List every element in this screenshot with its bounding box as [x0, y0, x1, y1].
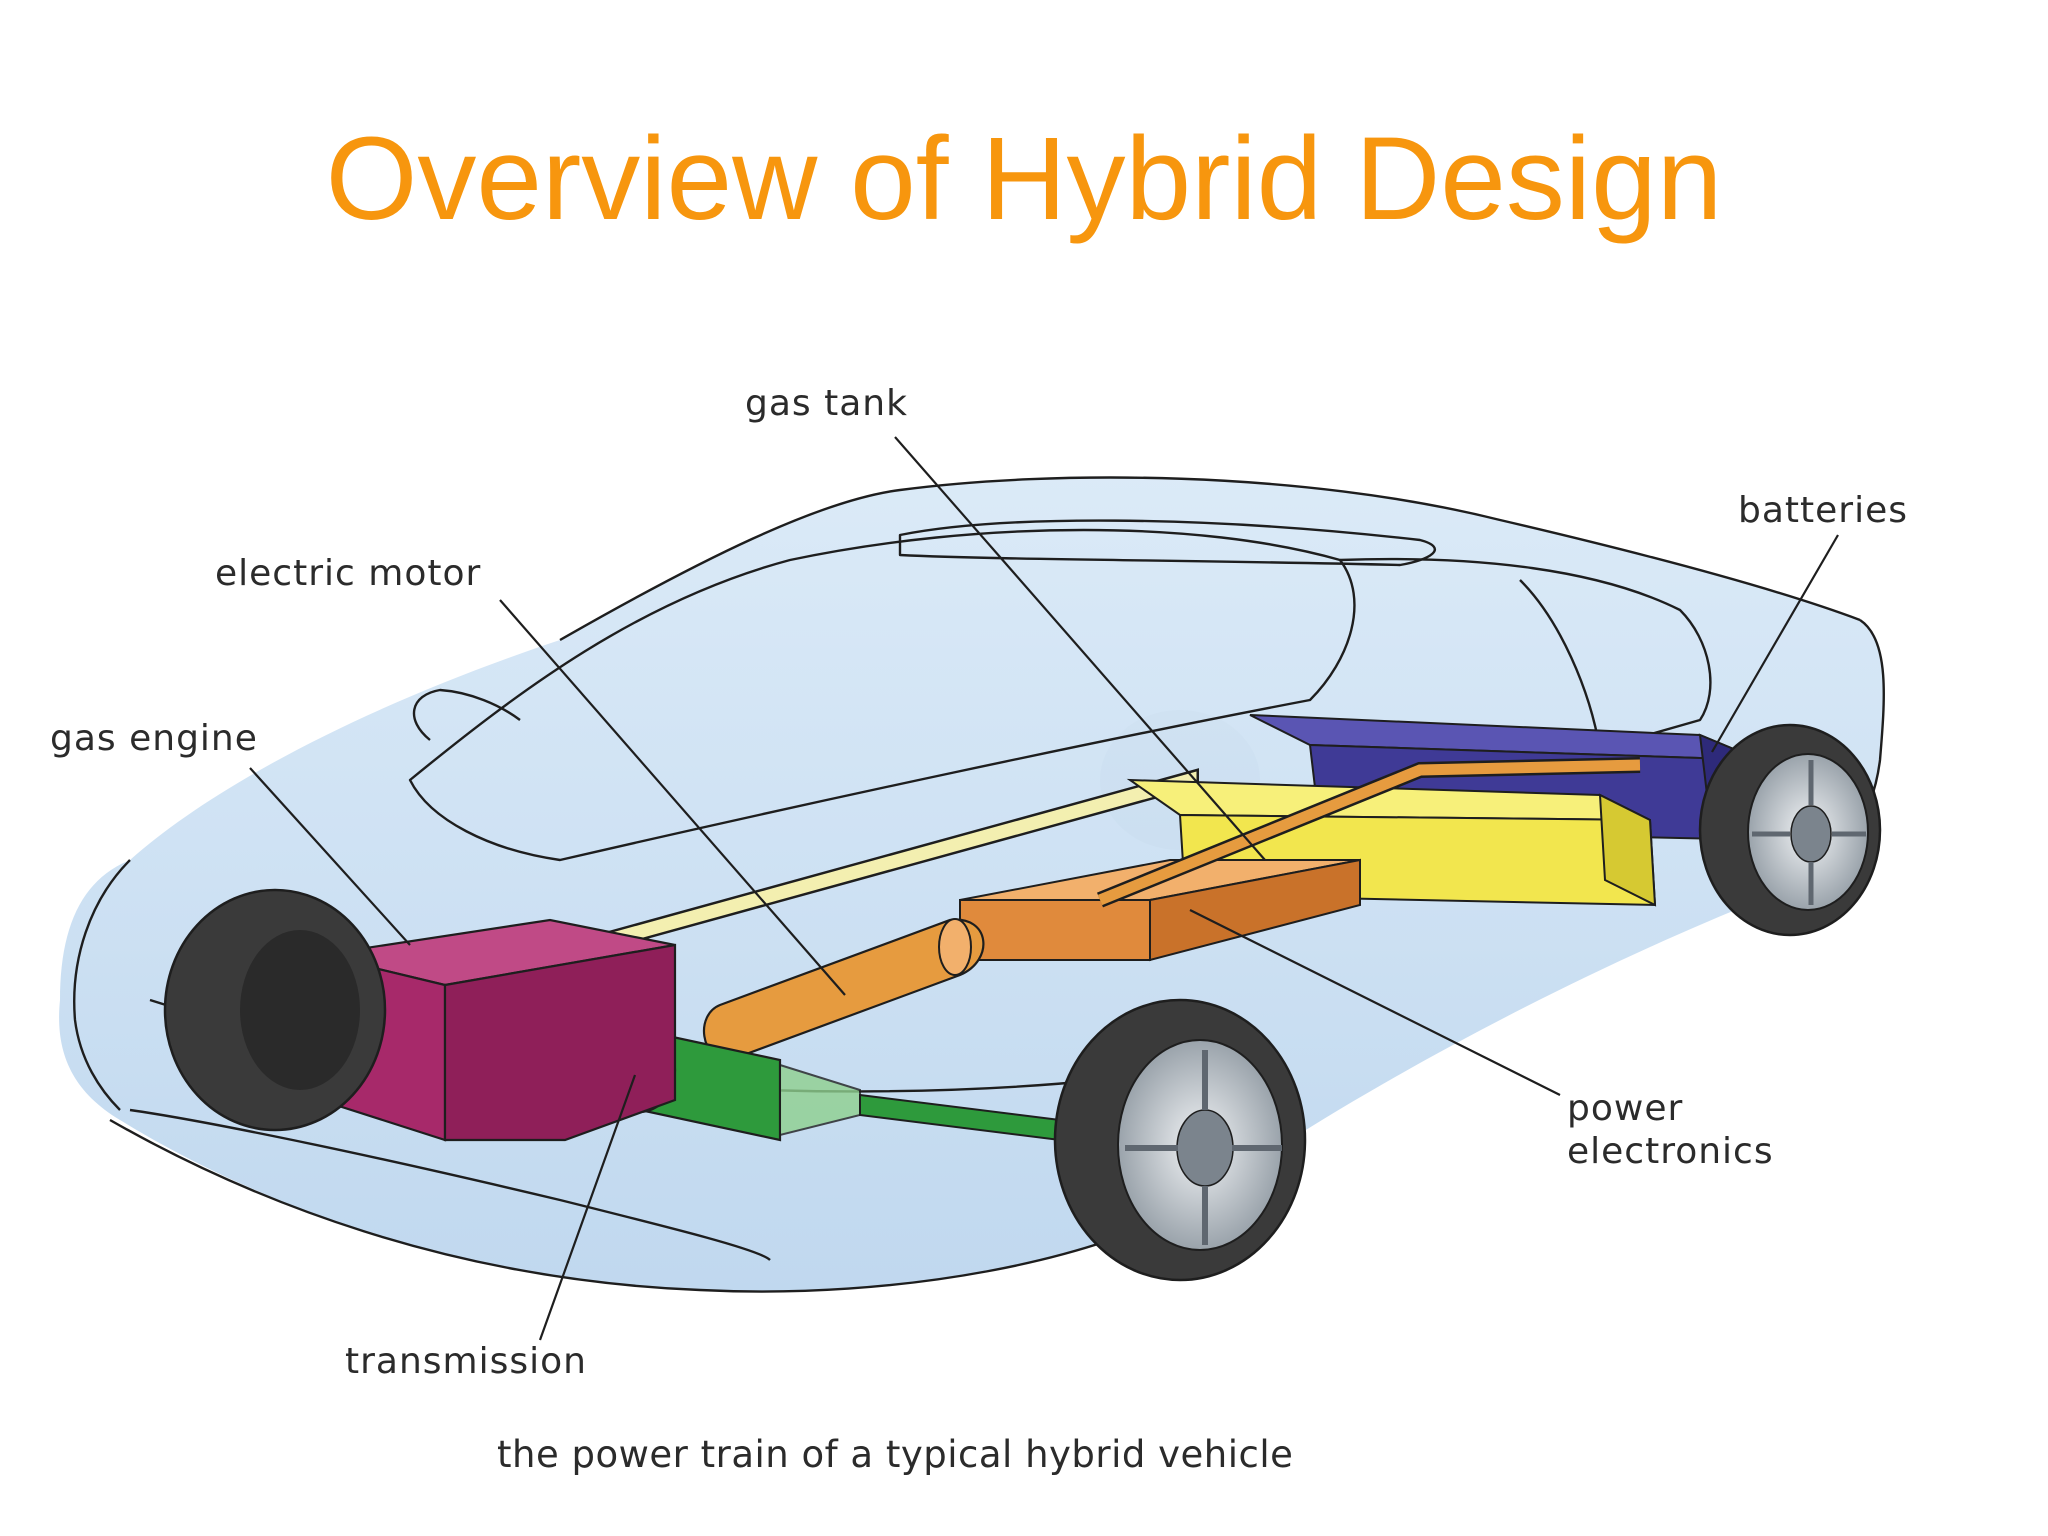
pillar — [1519, 579, 1602, 751]
leader-transmission — [538, 1074, 637, 1341]
front-right-wheel — [1053, 998, 1307, 1282]
label-batteries: batteries — [1738, 490, 1908, 531]
label-gas-engine: gas engine — [50, 718, 258, 759]
front-grille — [129, 1108, 771, 1261]
leader-batteries — [1711, 534, 1839, 753]
lower-body-line — [109, 1118, 1201, 1293]
roof-line — [559, 476, 1861, 642]
front-bumper-line — [73, 859, 131, 1111]
slide-title: Overview of Hybrid Design — [325, 113, 1723, 245]
power-electronics — [959, 757, 1641, 962]
leader-gas-engine — [249, 767, 411, 946]
windshield — [408, 528, 1356, 862]
leader-electric-motor — [499, 599, 846, 996]
label-electronics: electronics — [1567, 1131, 1774, 1172]
leader-power-electronics — [1189, 909, 1561, 1096]
label-transmission: transmission — [345, 1341, 587, 1382]
front-left-wheel — [163, 888, 387, 1132]
leader-gas-tank — [894, 436, 1266, 861]
rear-right-wheel — [1698, 723, 1882, 937]
side-window — [1339, 557, 1712, 762]
diagram-caption: the power train of a typical hybrid vehi… — [497, 1433, 1293, 1476]
electric-motor — [702, 918, 985, 1062]
sunroof — [898, 519, 1436, 567]
mirror — [412, 688, 521, 741]
label-electric-motor: electric motor — [215, 553, 481, 594]
label-gas-tank: gas tank — [745, 383, 908, 424]
label-power: power — [1567, 1088, 1683, 1129]
